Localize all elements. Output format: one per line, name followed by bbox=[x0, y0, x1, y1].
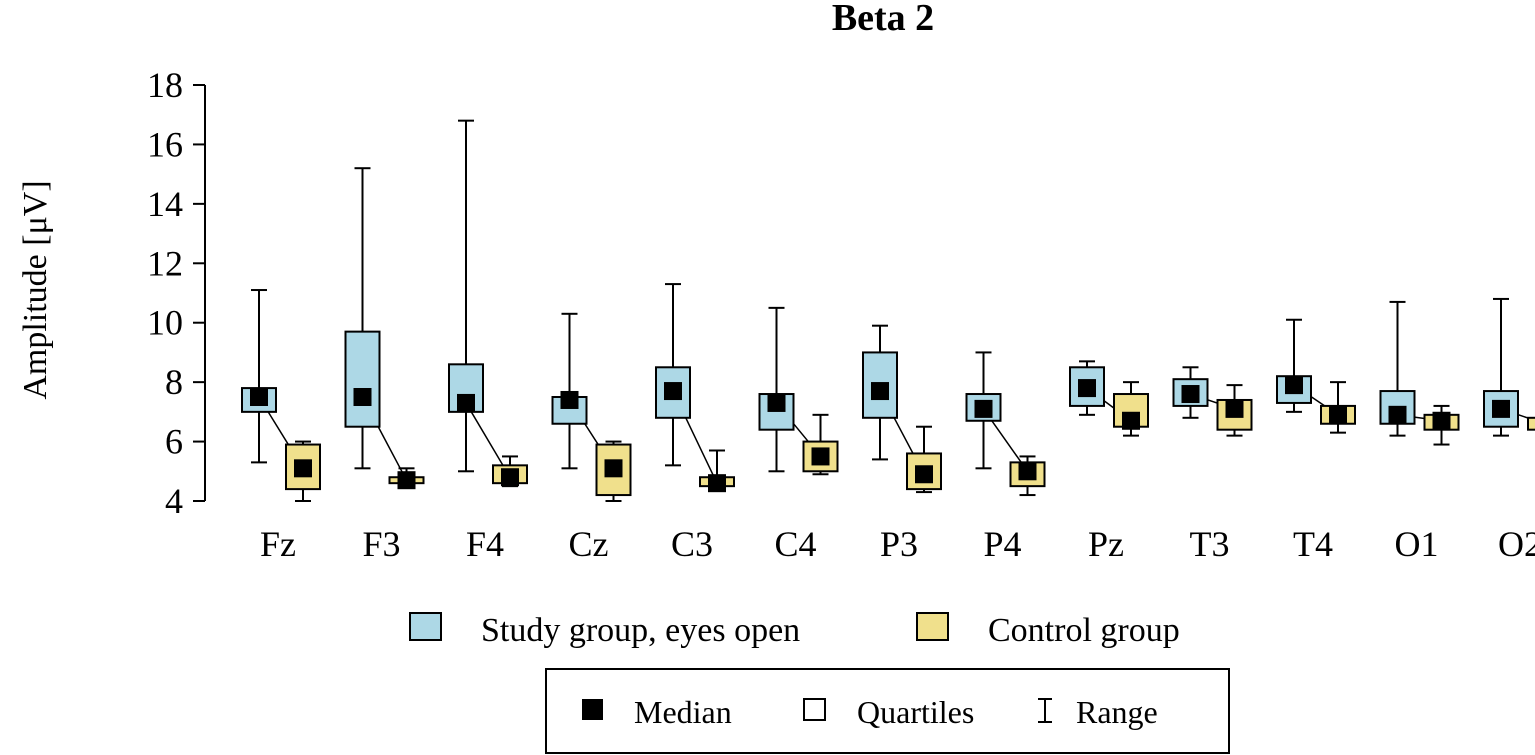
median-marker bbox=[353, 388, 372, 406]
legend-swatch-study bbox=[409, 612, 442, 641]
median-marker bbox=[457, 393, 475, 412]
box-series bbox=[241, 119, 1535, 502]
x-axis-labels: Fz F3 F4 Cz C3 C4 P3 P4 Pz T3 T4 O1 O2 bbox=[260, 524, 1535, 564]
box-control bbox=[699, 449, 735, 493]
median-marker bbox=[1078, 379, 1096, 398]
median-marker bbox=[1181, 385, 1200, 404]
median-marker bbox=[1432, 411, 1451, 430]
x-tick-label: T4 bbox=[1293, 524, 1333, 564]
legend-quartiles-label: Quartiles bbox=[857, 694, 974, 730]
quartile-box bbox=[344, 330, 381, 428]
box-study bbox=[655, 283, 691, 467]
box-control bbox=[1009, 455, 1046, 497]
box-study bbox=[758, 306, 795, 473]
box-study bbox=[344, 167, 381, 470]
series-legend: Study group, eyes open Control group bbox=[409, 612, 1180, 649]
x-tick-label: P4 bbox=[983, 524, 1021, 564]
x-tick-label: C3 bbox=[671, 524, 713, 564]
median-marker bbox=[501, 468, 519, 487]
box-study bbox=[241, 289, 277, 464]
median-marker bbox=[915, 465, 933, 484]
box-control bbox=[802, 413, 839, 476]
x-tick-label: T3 bbox=[1190, 524, 1230, 564]
box-control bbox=[388, 467, 425, 490]
y-tick-label: 4 bbox=[165, 481, 183, 521]
box-study bbox=[448, 119, 484, 473]
quartile-box bbox=[655, 366, 691, 419]
y-tick-label: 18 bbox=[147, 65, 183, 105]
median-marker bbox=[250, 388, 268, 406]
y-tick-label: 12 bbox=[147, 243, 183, 283]
median-marker bbox=[397, 471, 416, 490]
box-study bbox=[1276, 318, 1312, 413]
box-control bbox=[1113, 381, 1149, 437]
y-axis-label: Amplitude [μV] bbox=[17, 180, 54, 399]
box-control bbox=[906, 425, 942, 494]
y-tick-label: 6 bbox=[165, 422, 183, 462]
y-tick-label: 10 bbox=[147, 303, 183, 343]
legend-median-label: Median bbox=[634, 694, 732, 730]
box-study bbox=[1069, 360, 1105, 416]
x-tick-label: F3 bbox=[362, 524, 400, 564]
box-control bbox=[1320, 381, 1356, 434]
box-control bbox=[1527, 416, 1535, 431]
box-study bbox=[551, 312, 588, 470]
y-axis: 4 6 8 10 12 14 16 18 bbox=[147, 65, 206, 521]
median-marker bbox=[1122, 411, 1140, 430]
x-tick-label: Fz bbox=[260, 524, 296, 564]
chart-title: Beta 2 bbox=[832, 0, 934, 39]
median-marker bbox=[294, 459, 312, 478]
box-control bbox=[1216, 384, 1253, 437]
legend-range-label: Range bbox=[1076, 694, 1158, 730]
y-tick-label: 16 bbox=[147, 124, 183, 164]
median-marker bbox=[1285, 376, 1303, 395]
box-study bbox=[1172, 366, 1209, 419]
median-marker bbox=[1225, 399, 1244, 418]
median-marker bbox=[974, 399, 993, 418]
box-control bbox=[492, 455, 528, 488]
x-tick-label: O1 bbox=[1395, 524, 1439, 564]
quartiles-marker-icon bbox=[803, 698, 826, 721]
x-tick-label: Cz bbox=[569, 524, 609, 564]
box-study bbox=[1483, 297, 1519, 437]
legend-swatch-control bbox=[916, 612, 949, 641]
legend-label-study: Study group, eyes open bbox=[481, 612, 800, 649]
legend-label-control: Control group bbox=[988, 612, 1180, 649]
median-marker bbox=[811, 447, 830, 466]
median-marker-icon bbox=[582, 699, 603, 720]
range-marker-icon bbox=[1038, 698, 1052, 723]
median-marker bbox=[1492, 399, 1510, 418]
median-marker bbox=[1018, 462, 1037, 481]
median-marker bbox=[604, 459, 623, 478]
x-tick-label: C4 bbox=[774, 524, 816, 564]
median-marker bbox=[1329, 405, 1347, 424]
median-marker bbox=[1388, 405, 1407, 424]
box-study bbox=[1379, 300, 1416, 437]
quartile-box bbox=[802, 440, 839, 473]
y-tick-label: 14 bbox=[147, 184, 183, 224]
box-control bbox=[1423, 404, 1460, 446]
x-tick-label: P3 bbox=[880, 524, 918, 564]
box-control bbox=[285, 440, 321, 502]
median-marker bbox=[708, 474, 726, 493]
median-marker bbox=[871, 382, 889, 401]
median-marker bbox=[664, 382, 682, 401]
marker-legend: Median Quartiles Range bbox=[545, 668, 1230, 754]
x-tick-label: F4 bbox=[466, 524, 504, 564]
marker-legend-border bbox=[545, 668, 1230, 754]
box-study bbox=[862, 324, 898, 461]
box-control bbox=[595, 440, 632, 502]
median-marker bbox=[560, 390, 579, 409]
x-tick-label: O2 bbox=[1498, 524, 1535, 564]
x-tick-label: Pz bbox=[1088, 524, 1124, 564]
quartile-box bbox=[1527, 416, 1535, 431]
box-study bbox=[965, 351, 1002, 470]
median-marker bbox=[767, 393, 786, 412]
y-tick-label: 8 bbox=[165, 362, 183, 402]
